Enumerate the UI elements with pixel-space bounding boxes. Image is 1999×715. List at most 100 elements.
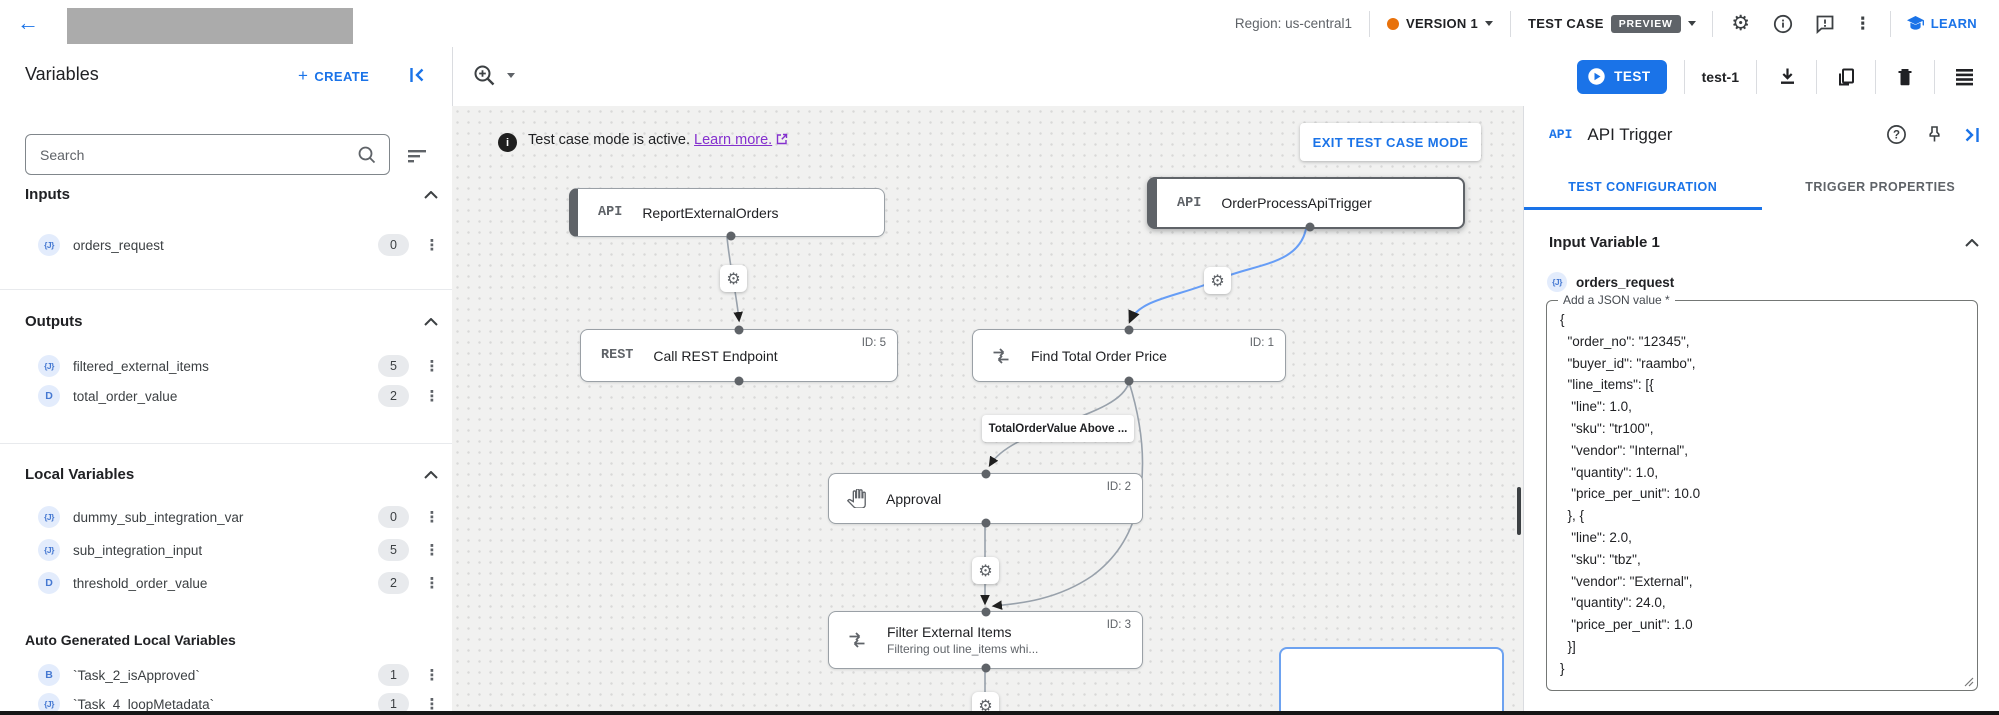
sort-variables-icon[interactable] [406, 148, 430, 164]
input-port[interactable] [981, 607, 990, 617]
task-id-label: ID: 5 [861, 337, 886, 349]
variable-row[interactable]: {J} `Task_4_loopMetadata` 1 ⋮ [0, 689, 452, 715]
variable-row[interactable]: {J} orders_request 0 ⋮ [0, 230, 452, 260]
canvas-scrollbar-thumb[interactable] [1517, 487, 1521, 535]
task-node-call-rest-endpoint[interactable]: REST Call REST Endpoint ID: 5 [580, 325, 898, 386]
variable-row[interactable]: D total_order_value 2 ⋮ [0, 381, 452, 411]
variable-kebab-icon[interactable]: ⋮ [424, 237, 440, 254]
execution-logs-icon[interactable] [1951, 64, 1977, 90]
chevron-up-icon [424, 317, 438, 326]
json-line: } [1560, 660, 1565, 676]
back-arrow-icon[interactable]: ← [17, 10, 39, 35]
boolean-type-icon: B [38, 664, 60, 686]
version-dropdown[interactable]: VERSION 1 [1386, 16, 1494, 31]
trigger-node-report-external-orders[interactable]: API ReportExternalOrders [569, 188, 885, 241]
exit-test-case-mode-button[interactable]: EXIT TEST CASE MODE [1300, 123, 1481, 161]
usage-count-badge: 2 [378, 385, 409, 407]
zoom-dropdown[interactable] [472, 63, 515, 88]
collapse-sidebar-icon[interactable] [406, 64, 428, 86]
variable-kebab-icon[interactable]: ⋮ [424, 542, 440, 559]
task-node-filter-external-items[interactable]: Filter External Items Filtering out line… [828, 607, 1143, 673]
json-type-icon: {J} [1547, 272, 1567, 292]
section-header-local-variables[interactable]: Local Variables [25, 466, 438, 483]
json-type-icon: {J} [38, 355, 60, 377]
collapse-panel-icon[interactable] [1957, 120, 1987, 150]
input-variable-section-header[interactable]: Input Variable 1 [1549, 234, 1979, 251]
textarea-resize-handle[interactable] [1964, 677, 1974, 687]
variable-row[interactable]: D threshold_order_value 2 ⋮ [0, 568, 452, 598]
json-value-textarea[interactable]: Add a JSON value * { "order_no": "12345"… [1546, 293, 1978, 691]
edge-add-task-gear-icon[interactable]: ⚙ [972, 692, 999, 715]
settings-gear-icon[interactable]: ⚙ [1731, 11, 1751, 35]
variable-row[interactable]: {J} dummy_sub_integration_var 0 ⋮ [0, 502, 452, 532]
chevron-down-icon [1687, 21, 1696, 26]
variable-kebab-icon[interactable]: ⋮ [424, 667, 440, 684]
variable-kebab-icon[interactable]: ⋮ [424, 388, 440, 405]
workflow-canvas[interactable]: i Test case mode is active. Learn more. … [452, 106, 1523, 715]
variable-row[interactable]: {J} filtered_external_items 5 ⋮ [0, 351, 452, 381]
test-case-dropdown[interactable]: TEST CASE PREVIEW [1528, 14, 1696, 33]
version-status-dot [1386, 17, 1399, 30]
output-port[interactable] [726, 231, 736, 241]
edge-condition-label[interactable]: TotalOrderValue Above ... [982, 415, 1134, 442]
tab-trigger-properties[interactable]: TRIGGER PROPERTIES [1805, 179, 1956, 194]
test-mode-banner: i Test case mode is active. Learn more. … [452, 106, 1523, 178]
more-options-kebab-icon[interactable]: ⋮ [1854, 13, 1872, 33]
input-port[interactable] [1124, 325, 1134, 335]
json-line: "vendor": "Internal", [1560, 442, 1688, 458]
json-line: "price_per_unit": 10.0 [1560, 486, 1701, 502]
section-header-outputs[interactable]: Outputs [25, 313, 438, 330]
edge-add-task-gear-icon[interactable]: ⚙ [720, 265, 747, 292]
json-line: "line": 2.0, [1560, 529, 1632, 545]
json-line: }, { [1560, 508, 1585, 524]
input-port[interactable] [981, 469, 990, 479]
chevron-up-icon [1965, 238, 1979, 247]
pin-icon[interactable] [1919, 120, 1949, 150]
help-icon[interactable]: ? [1881, 120, 1911, 150]
test-button[interactable]: TEST [1577, 59, 1667, 94]
test-case-label: TEST CASE [1528, 16, 1604, 31]
variable-kebab-icon[interactable]: ⋮ [424, 358, 440, 375]
section-header-inputs[interactable]: Inputs [25, 186, 438, 203]
variable-kebab-icon[interactable]: ⋮ [424, 575, 440, 592]
output-port[interactable] [981, 663, 990, 673]
tab-test-configuration[interactable]: TEST CONFIGURATION [1524, 163, 1762, 210]
selected-placeholder-node[interactable] [1279, 647, 1504, 715]
download-icon[interactable] [1774, 64, 1800, 90]
input-port[interactable] [734, 325, 744, 335]
task-node-approval[interactable]: Approval ID: 2 [828, 469, 1143, 528]
search-input[interactable] [40, 146, 357, 163]
usage-count-badge: 1 [378, 664, 409, 686]
output-port[interactable] [1305, 222, 1315, 232]
variable-row[interactable]: B `Task_2_isApproved` 1 ⋮ [0, 660, 452, 690]
delete-trash-icon[interactable] [1892, 64, 1918, 90]
learn-button[interactable]: LEARN [1906, 15, 1977, 32]
test-case-name[interactable]: test-1 [1701, 68, 1739, 85]
usage-count-badge: 2 [378, 572, 409, 594]
usage-count-badge: 5 [378, 539, 409, 561]
variable-row[interactable]: {J} sub_integration_input 5 ⋮ [0, 535, 452, 565]
double-type-icon: D [38, 572, 60, 594]
task-node-find-total-order-price[interactable]: Find Total Order Price ID: 1 [972, 325, 1286, 386]
output-port[interactable] [734, 376, 744, 386]
output-port[interactable] [1124, 376, 1134, 386]
edge-add-task-gear-icon[interactable]: ⚙ [972, 557, 999, 584]
usage-count-badge: 5 [378, 355, 409, 377]
trigger-node-order-process-api-trigger[interactable]: API OrderProcessApiTrigger [1147, 177, 1465, 232]
variable-kebab-icon[interactable]: ⋮ [424, 509, 440, 526]
variable-kebab-icon[interactable]: ⋮ [424, 696, 440, 713]
api-trigger-badge: API [1177, 195, 1202, 211]
search-icon [358, 146, 376, 163]
info-icon[interactable] [1771, 12, 1795, 36]
panel-variable-row: {J} orders_request [1547, 272, 1674, 292]
learn-more-link[interactable]: Learn more. [694, 132, 773, 148]
copy-icon[interactable] [1833, 64, 1859, 90]
editor-toolbar: Variables + CREATE TEST test-1 [0, 47, 1999, 139]
output-port[interactable] [981, 518, 990, 528]
create-variable-button[interactable]: + CREATE [298, 66, 369, 86]
variables-panel-title: Variables [25, 64, 99, 84]
variable-search-field[interactable] [25, 134, 390, 175]
json-type-icon: {J} [38, 539, 60, 561]
edge-add-task-gear-icon[interactable]: ⚙ [1204, 267, 1231, 294]
feedback-icon[interactable] [1813, 12, 1837, 36]
